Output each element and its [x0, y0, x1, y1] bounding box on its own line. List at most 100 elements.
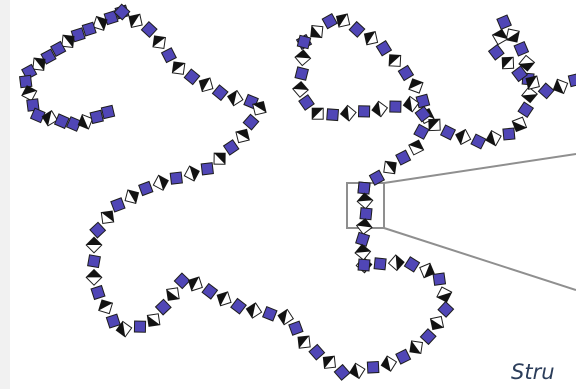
half-black-diamond-icon — [153, 175, 168, 190]
blue-square-icon — [396, 349, 411, 364]
blue-square-icon — [497, 15, 511, 29]
blue-square-icon — [514, 42, 528, 56]
blue-square-icon — [367, 362, 379, 374]
blue-square-icon — [106, 314, 120, 328]
blue-square-icon — [295, 67, 308, 80]
half-black-diamond-icon — [337, 14, 350, 27]
half-black-diamond-icon — [381, 356, 396, 371]
half-black-diamond-icon — [125, 190, 138, 203]
half-black-diamond-icon — [228, 91, 243, 106]
blue-square-icon — [156, 299, 172, 315]
blue-square-icon — [134, 321, 145, 332]
blue-square-icon — [111, 198, 125, 212]
half-black-diamond-icon — [188, 277, 202, 291]
half-black-diamond-icon — [502, 57, 513, 68]
blue-square-icon — [414, 124, 429, 139]
half-black-diamond-icon — [409, 140, 424, 155]
half-black-diamond-icon — [147, 314, 159, 326]
blue-square-icon — [297, 35, 310, 48]
blue-square-icon — [90, 222, 106, 238]
blue-square-icon — [20, 75, 32, 87]
blue-square-icon — [360, 208, 372, 220]
blue-square-icon — [243, 114, 259, 130]
blue-square-icon — [568, 73, 576, 86]
half-black-diamond-icon — [553, 79, 567, 93]
half-black-diamond-icon — [323, 356, 335, 368]
blue-square-icon — [184, 69, 199, 84]
half-black-diamond-icon — [364, 32, 377, 45]
half-black-diamond-icon — [410, 341, 423, 354]
half-black-diamond-icon — [357, 193, 373, 209]
half-black-diamond-icon — [246, 303, 261, 318]
half-black-diamond-icon — [278, 309, 293, 324]
half-black-diamond-icon — [409, 79, 423, 93]
blue-square-icon — [212, 85, 227, 100]
blue-square-icon — [358, 259, 370, 271]
blue-square-icon — [309, 344, 325, 360]
chain-right — [293, 15, 576, 149]
blue-square-icon — [289, 321, 303, 335]
half-black-diamond-icon — [101, 211, 113, 223]
blue-square-icon — [420, 329, 436, 345]
caption-text: Stru — [511, 360, 555, 384]
half-black-diamond-icon — [153, 36, 165, 48]
blue-square-icon — [374, 258, 386, 270]
blue-square-icon — [433, 273, 445, 285]
half-black-diamond-icon — [78, 115, 92, 129]
blue-square-icon — [376, 41, 391, 56]
half-black-diamond-icon — [86, 270, 102, 286]
half-black-diamond-icon — [311, 26, 323, 38]
blue-square-icon — [471, 134, 486, 149]
blue-square-icon — [334, 365, 350, 381]
half-black-diamond-icon — [420, 263, 434, 277]
half-black-diamond-icon — [430, 316, 443, 329]
half-black-diamond-icon — [389, 255, 405, 271]
half-black-diamond-icon — [456, 130, 471, 145]
blue-square-icon — [202, 284, 217, 299]
half-black-diamond-icon — [129, 14, 142, 27]
half-black-diamond-icon — [506, 29, 519, 42]
blue-square-icon — [404, 257, 419, 272]
half-black-diamond-icon — [437, 287, 452, 302]
blue-square-icon — [101, 105, 114, 118]
zoom-line-upper — [384, 154, 576, 183]
half-black-diamond-icon — [341, 105, 356, 120]
chain-middle — [355, 182, 373, 271]
half-black-diamond-icon — [384, 161, 396, 173]
blue-square-icon — [518, 102, 533, 117]
half-black-diamond-icon — [429, 119, 440, 130]
half-black-diamond-icon — [62, 35, 74, 47]
blue-square-icon — [139, 181, 153, 195]
blue-square-icon — [390, 101, 401, 112]
half-black-diamond-icon — [372, 101, 387, 116]
blue-square-icon — [438, 302, 454, 318]
blue-square-icon — [416, 94, 429, 107]
half-black-diamond-icon — [492, 30, 507, 45]
blue-square-icon — [162, 48, 177, 63]
half-black-diamond-icon — [22, 86, 37, 101]
half-black-diamond-icon — [93, 17, 107, 31]
blue-square-icon — [91, 286, 105, 300]
blue-square-icon — [441, 125, 456, 140]
blue-square-icon — [88, 255, 101, 268]
half-black-diamond-icon — [199, 78, 213, 92]
blue-square-icon — [141, 22, 157, 38]
blue-square-icon — [358, 106, 369, 117]
blue-square-icon — [90, 110, 103, 123]
blue-square-icon — [398, 65, 413, 80]
half-black-diamond-icon — [293, 82, 309, 98]
half-black-diamond-icon — [350, 363, 365, 378]
blue-square-icon — [263, 307, 277, 321]
half-black-diamond-icon — [214, 153, 225, 164]
blue-square-icon — [396, 150, 411, 165]
half-black-diamond-icon — [99, 300, 113, 314]
half-black-diamond-icon — [526, 76, 539, 89]
half-black-diamond-icon — [184, 166, 199, 181]
blue-square-icon — [503, 128, 515, 140]
blue-square-icon — [170, 172, 182, 184]
half-black-diamond-icon — [295, 50, 311, 66]
chain-left — [20, 5, 129, 131]
half-black-diamond-icon — [236, 129, 249, 142]
blue-square-icon — [356, 232, 370, 246]
